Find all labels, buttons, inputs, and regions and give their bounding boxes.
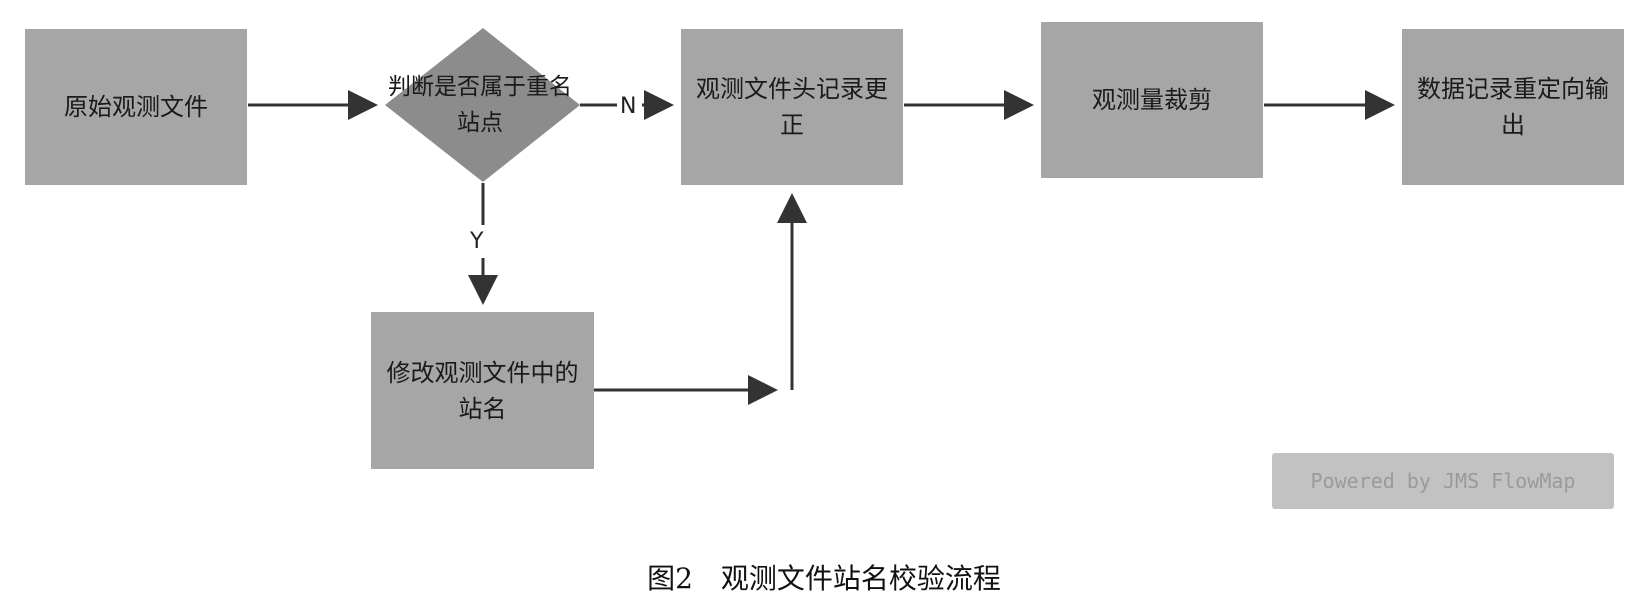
- node-modify-station-name: 修改观测文件中的站名: [371, 312, 594, 469]
- decision-diamond: [385, 28, 580, 182]
- node-redirect-output: 数据记录重定向输出: [1402, 29, 1624, 185]
- node-original-file: 原始观测文件: [25, 29, 247, 185]
- watermark-badge: Powered by JMS FlowMap: [1272, 453, 1614, 509]
- node-observation-trim: 观测量裁剪: [1041, 22, 1263, 178]
- node-header-correction: 观测文件头记录更正: [681, 29, 903, 185]
- edge-label-yes: Y: [470, 229, 484, 254]
- node-decision-label: 判断是否属于重名站点: [388, 74, 572, 136]
- edge-label-no: N: [620, 94, 637, 119]
- figure-caption: 图2 观测文件站名校验流程: [647, 562, 1001, 595]
